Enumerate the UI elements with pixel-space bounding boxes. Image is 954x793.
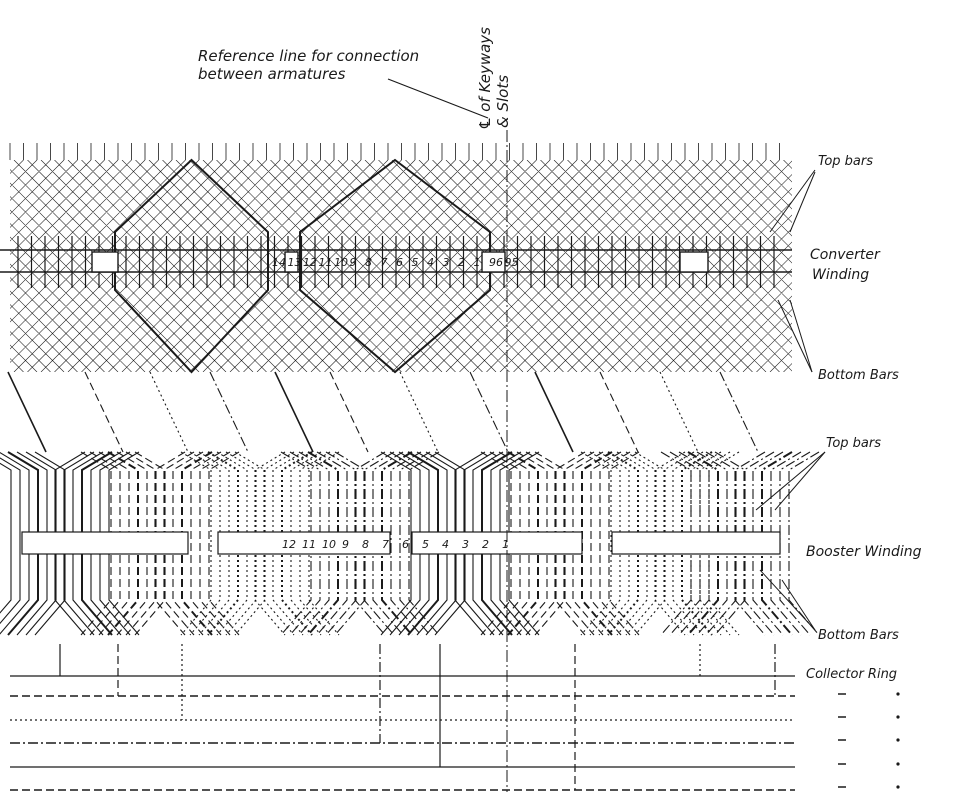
ditto-dot xyxy=(896,738,900,742)
converter-slot-number: 96 xyxy=(489,256,503,269)
booster-label: Booster Winding xyxy=(806,544,922,560)
booster-slot-number: 11 xyxy=(302,538,316,551)
booster-slot-box xyxy=(21,531,189,555)
booster-slot-number: 8 xyxy=(362,538,369,551)
collector-ring-leads xyxy=(10,644,795,791)
converter-slot-number: 12 xyxy=(303,256,317,269)
converter-label: Converter xyxy=(810,247,881,263)
booster-slot-number: 12 xyxy=(282,538,296,551)
ditto-dot xyxy=(896,762,900,766)
converter-slot-number: 6 xyxy=(396,256,403,269)
coil-outline xyxy=(299,158,491,374)
connection-lead xyxy=(149,371,189,453)
converter-coil-outlines xyxy=(114,158,491,374)
converter-slot-number: 9 xyxy=(350,256,357,269)
connection-lead xyxy=(329,371,369,453)
converter-slot-number: 2 xyxy=(458,256,465,269)
collector-ring-label: Collector Ring xyxy=(806,667,897,682)
converter-slot-number: 1 xyxy=(474,256,481,269)
connection-lead xyxy=(209,371,249,453)
converter-slot-number: 14 xyxy=(272,256,286,269)
connection-lead xyxy=(599,371,639,453)
converter-slot-bars xyxy=(0,236,792,288)
slot-group-box xyxy=(284,251,299,273)
converter-slot-number: 3 xyxy=(443,256,450,269)
converter-winding-mesh xyxy=(9,143,792,372)
connection-lead xyxy=(719,371,759,453)
booster-slot-number: 3 xyxy=(462,538,469,551)
slot-group-box xyxy=(91,251,119,273)
coil-outline xyxy=(114,158,269,374)
connection-lead xyxy=(659,371,699,453)
booster-slot-number: 2 xyxy=(482,538,489,551)
label-arrow xyxy=(769,169,816,233)
label-arrow xyxy=(774,451,826,511)
converter-slot-number: 5 xyxy=(412,256,419,269)
connection-lead xyxy=(84,371,124,453)
converter-slot-number: 11 xyxy=(319,256,333,269)
converter-slot-number: 95 xyxy=(505,256,519,269)
booster-slot-number: 6 xyxy=(402,538,409,551)
top-bars-upper-label: Top bars xyxy=(818,154,873,169)
label-arrow xyxy=(755,451,826,511)
booster-slot-box xyxy=(411,531,583,555)
label-arrow xyxy=(759,569,816,631)
converter-label-2: Winding xyxy=(812,267,869,283)
slot-group-box xyxy=(679,251,709,273)
reference-leader-line xyxy=(387,78,489,119)
ditto-dot xyxy=(896,715,900,719)
bottom-bars-upper-label: Bottom Bars xyxy=(818,368,899,383)
connection-lead xyxy=(399,371,439,453)
booster-slot-number: 1 xyxy=(502,538,509,551)
top-bars-lower-label: Top bars xyxy=(826,436,881,451)
reference-line-label: Reference line for connection xyxy=(198,47,419,65)
booster-slot-number: 9 xyxy=(342,538,349,551)
connection-lead xyxy=(7,371,47,453)
booster-slot-number: 7 xyxy=(382,538,389,551)
label-arrows xyxy=(755,169,826,631)
label-arrow xyxy=(789,171,816,233)
booster-slot-number: 4 xyxy=(442,538,449,551)
connection-lead xyxy=(274,371,314,453)
connection-lead xyxy=(534,371,574,453)
converter-slot-number: 8 xyxy=(365,256,372,269)
label-arrow xyxy=(777,299,813,373)
ditto-dot xyxy=(896,785,900,789)
label-arrow xyxy=(781,579,816,631)
converter-slot-number: 13 xyxy=(288,256,302,269)
slot-group-box xyxy=(481,251,506,273)
converter-slot-number: 10 xyxy=(334,256,348,269)
booster-slot-number: 5 xyxy=(422,538,429,551)
centerline-label-2: & Slots xyxy=(494,75,512,128)
armature-connection-leads xyxy=(7,371,759,453)
booster-slot-box xyxy=(611,531,781,555)
diamond-mesh xyxy=(10,160,792,372)
connection-lead xyxy=(469,371,509,453)
converter-slot-number: 7 xyxy=(381,256,388,269)
ditto-marks xyxy=(838,692,900,789)
label-arrow xyxy=(789,299,813,373)
booster-slot-number: 10 xyxy=(322,538,336,551)
bottom-bars-lower-label: Bottom Bars xyxy=(818,628,899,643)
reference-line-label-2: between armatures xyxy=(198,65,346,83)
booster-slot-bars xyxy=(21,531,781,555)
centerline-label: ℄ of Keyways xyxy=(476,27,494,130)
booster-slot-box xyxy=(217,531,391,555)
converter-slot-number: 4 xyxy=(427,256,434,269)
ditto-dot xyxy=(896,692,900,696)
